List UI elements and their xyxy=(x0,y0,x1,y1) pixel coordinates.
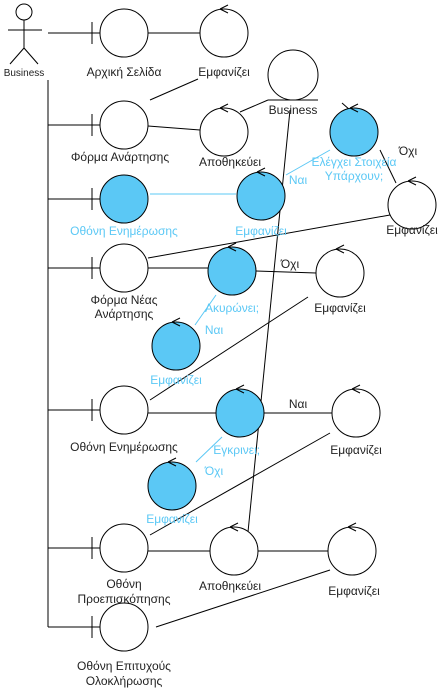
edge-label-c9-yes: Ναι xyxy=(289,397,308,411)
control-c2[interactable] xyxy=(199,103,249,157)
control-c10-label: Εμφανίζει xyxy=(330,443,382,457)
control-c7-label: Εμφανίζει xyxy=(314,301,366,315)
control-c9[interactable] xyxy=(215,384,265,438)
control-c3-label-line1: Ελέγχει Στοιχεία xyxy=(311,155,396,169)
edge-label-c9-no: Όχι xyxy=(204,464,224,478)
boundary-b6-label-line2: Προεπισκόπησης xyxy=(77,592,170,606)
boundary-b2[interactable] xyxy=(91,100,149,150)
connections xyxy=(47,32,397,628)
control-c5[interactable] xyxy=(387,176,437,230)
link-b2-c2 xyxy=(147,125,201,131)
link-c6-c7 xyxy=(255,270,317,274)
boundary-b2-label: Φόρμα Ανάρτησης xyxy=(71,150,169,164)
control-c10[interactable] xyxy=(331,384,381,438)
link-c13-b7 xyxy=(155,569,331,628)
control-c2-label: Αποθηκεύει xyxy=(199,155,261,169)
actor-right-leg xyxy=(23,47,39,65)
control-c6-label: Ακυρώνει; xyxy=(205,301,259,315)
control-c13[interactable] xyxy=(327,522,377,576)
boundary-b5[interactable] xyxy=(91,385,149,435)
control-c11[interactable] xyxy=(147,457,197,511)
actor-business[interactable] xyxy=(8,3,42,65)
boundary-b4-label-line2: Ανάρτησης xyxy=(95,307,154,321)
boundary-b1[interactable] xyxy=(91,8,149,58)
actor-head xyxy=(15,3,33,21)
edge-label-c3-yes: Ναι xyxy=(289,173,308,187)
labels: Αρχική Σελίδα Φόρμα Ανάρτησης Οθόνη Ενημ… xyxy=(70,65,438,688)
link-c12-e1 xyxy=(247,109,291,533)
control-c3[interactable] xyxy=(329,103,379,157)
boundary-b6-label-line1: Οθόνη xyxy=(106,577,141,591)
control-c3-label-line2: Υπάρχουν; xyxy=(325,169,383,183)
link-c2-e1 xyxy=(239,99,269,113)
boundary-b7-label-line2: Ολοκλήρωσης xyxy=(86,674,163,688)
control-c1[interactable] xyxy=(199,4,249,58)
boundary-b3-label: Οθόνη Ενημέρωσης xyxy=(70,224,178,238)
control-c5-label: Εμφανίζει xyxy=(386,223,438,237)
control-c4[interactable] xyxy=(236,167,286,221)
control-c6[interactable] xyxy=(207,242,257,296)
control-c8-label: Εμφανίζει xyxy=(150,373,202,387)
entity-business-label: Business xyxy=(269,103,318,117)
control-c13-label: Εμφανίζει xyxy=(328,584,380,598)
link-c5-b4 xyxy=(147,214,391,259)
control-c8[interactable] xyxy=(151,317,201,371)
link-c9-c11 xyxy=(195,436,223,463)
boundary-b7[interactable] xyxy=(91,602,149,652)
link-c10-b6 xyxy=(149,432,331,536)
entity-business[interactable] xyxy=(267,49,319,101)
control-c11-label: Εμφανίζει xyxy=(146,512,198,526)
boundary-b5-label: Οθόνη Ενημέρωσης xyxy=(70,440,178,454)
link-c6-c8 xyxy=(194,294,217,326)
link-c3-c5 xyxy=(379,149,397,184)
link-c1-b2 xyxy=(149,78,199,101)
boundary-b4-label-line1: Φόρμα Νέας xyxy=(91,293,158,307)
boundary-b3[interactable] xyxy=(91,174,149,224)
control-c12[interactable] xyxy=(209,522,259,576)
link-c7-b5 xyxy=(149,296,309,401)
actor-label: Business xyxy=(4,68,45,79)
actor-left-leg xyxy=(9,47,25,65)
edge-label-c3-no: Όχι xyxy=(398,144,418,158)
link-c3-c4 xyxy=(285,149,331,176)
boundary-b1-label: Αρχική Σελίδα xyxy=(87,65,162,79)
edge-label-c6-no: Όχι xyxy=(280,257,300,271)
edge-label-c6-yes: Ναι xyxy=(205,323,224,337)
control-c1-label: Εμφανίζει xyxy=(198,65,250,79)
boundary-b4[interactable] xyxy=(91,243,149,293)
boundary-b6[interactable] xyxy=(91,523,149,573)
control-c9-label: Έγκρινει; xyxy=(211,443,260,457)
control-c7[interactable] xyxy=(315,244,365,298)
control-c4-label: Εμφανίζει xyxy=(235,224,287,238)
highlight-connections xyxy=(150,149,331,463)
control-c12-label: Αποθηκεύει xyxy=(199,579,261,593)
boundary-b7-label-line1: Οθόνη Επιτυχούς xyxy=(77,659,171,673)
